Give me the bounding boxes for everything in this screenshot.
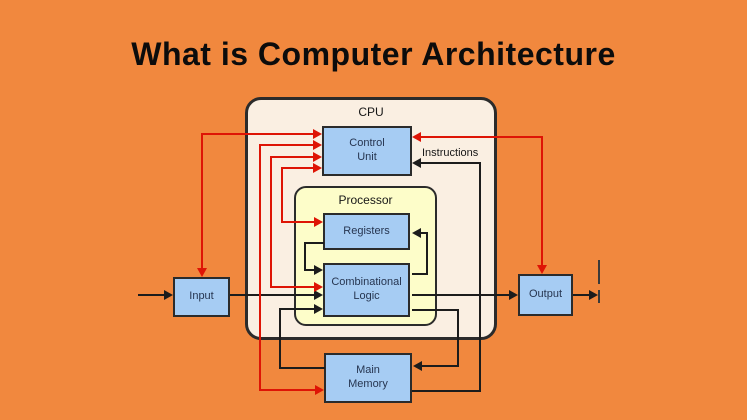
arrowhead-into-control-unit [313,129,322,139]
page-title: What is Computer Architecture [131,36,616,72]
output-box: Output [518,274,573,316]
arrowhead-into-memory [413,361,422,371]
input-box: Input [173,277,230,317]
arrowhead-into-logic [314,290,323,300]
combinational-logic-box: Combinational Logic [323,263,410,317]
arrowhead-into-output [537,265,547,274]
main-memory-box: Main Memory [324,353,412,403]
cpu-label: CPU [358,105,384,119]
instructions-label: Instructions [422,147,479,159]
arrowhead-into-control-unit [412,158,421,168]
processor-label: Processor [338,193,393,207]
arrowhead-into-control-unit [313,163,322,173]
combinational-logic-label: Combinational Logic [331,276,402,302]
arrowhead-into-control-unit [313,152,322,162]
arrowhead-into-input [197,268,207,277]
registers-box: Registers [323,213,410,250]
arrowhead-into-logic [314,265,323,275]
arrowhead-into-registers [314,217,323,227]
input-label: Input [189,290,214,303]
control-unit-label: Control Unit [349,137,385,163]
control-unit-box: Control Unit [322,126,412,176]
external-terminator-bar [598,260,600,284]
output-label: Output [528,288,563,301]
arrowhead-into-control-unit [412,132,421,142]
arrowhead-into-control-unit [313,140,322,150]
external-terminator-bar [598,290,600,303]
arrowhead-into-logic [314,304,323,314]
arrowhead-into-output [509,290,518,300]
arrowhead-output-external [589,290,598,300]
arrowhead-into-logic [314,282,323,292]
main-memory-label: Main Memory [348,364,388,390]
registers-label: Registers [343,224,390,237]
arrowhead-into-registers [412,228,421,238]
arrowhead-into-input [164,290,173,300]
arrowhead-into-memory [315,385,324,395]
